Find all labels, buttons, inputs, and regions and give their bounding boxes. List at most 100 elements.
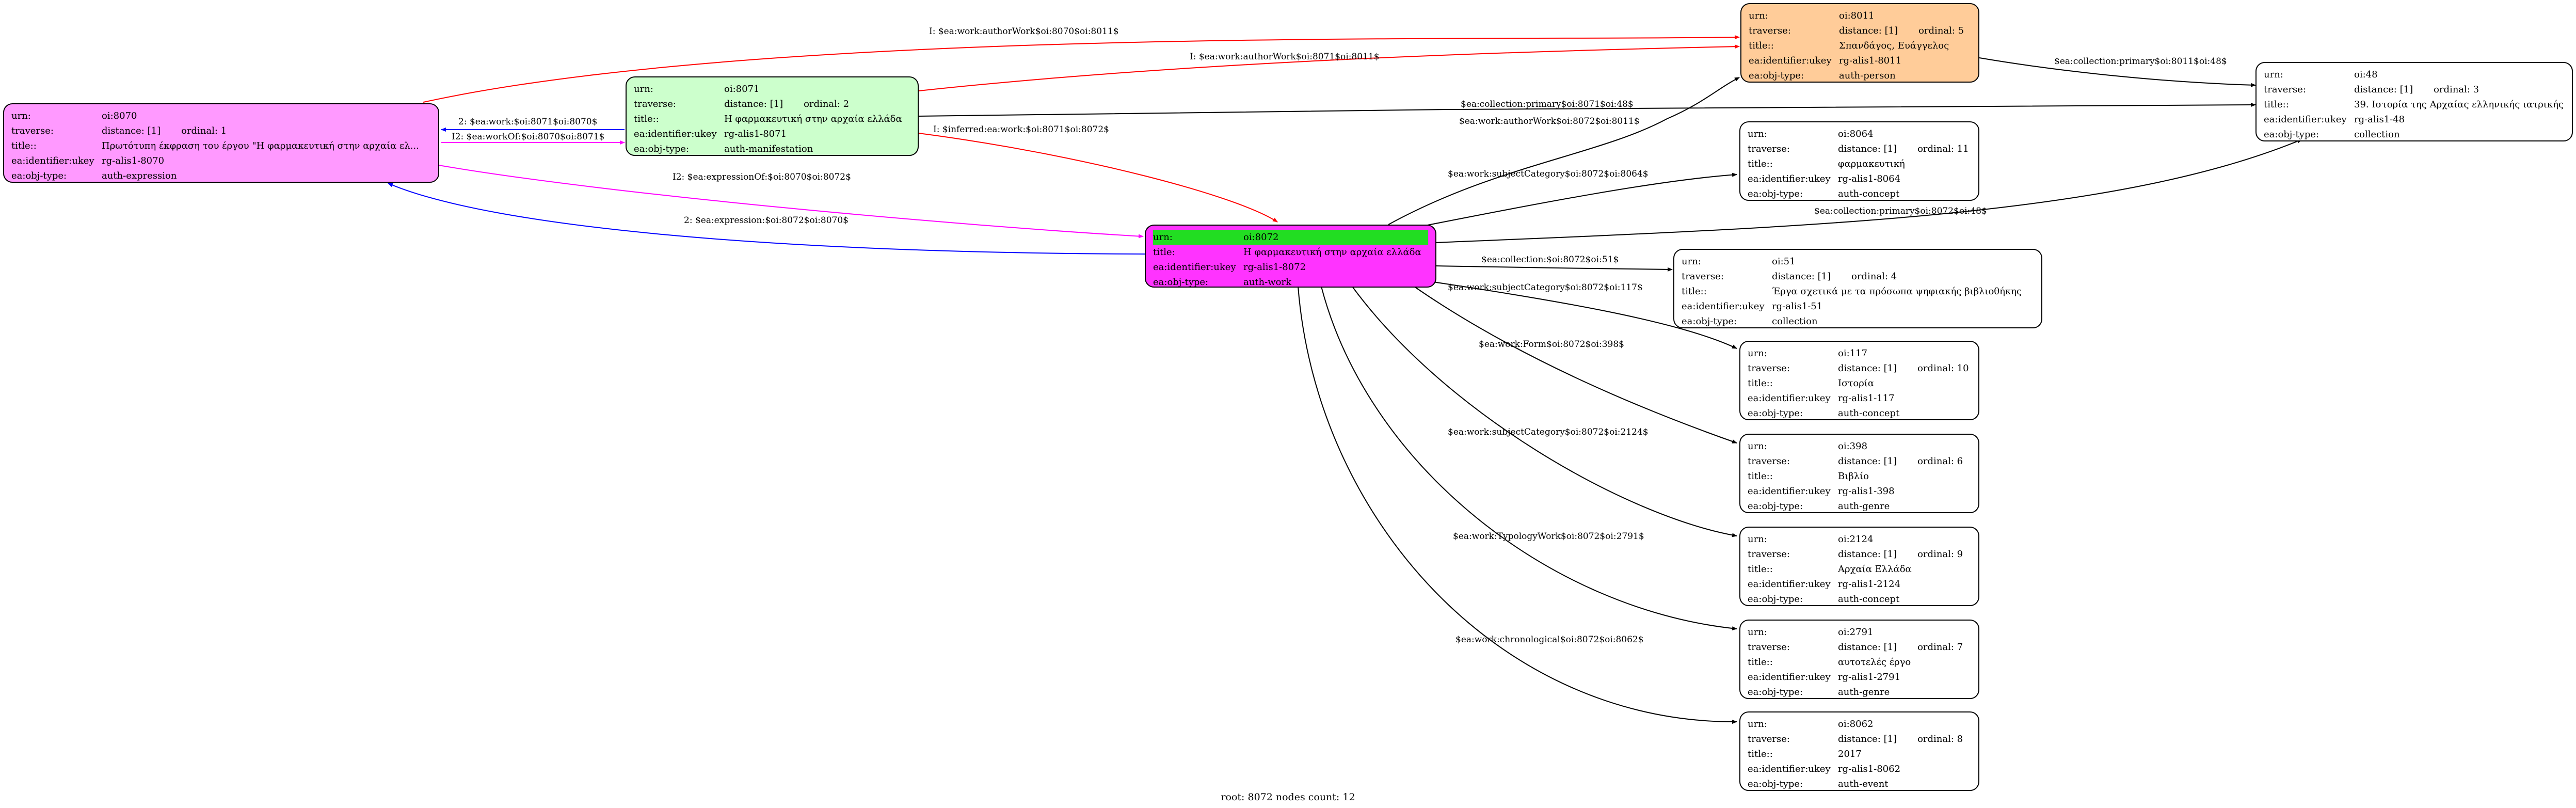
node-traverse: distance: [1]ordinal: 3 <box>2354 84 2479 95</box>
node-traverse: distance: [1]ordinal: 5 <box>1839 25 1964 36</box>
node-identifier: rg-alis1-51 <box>1772 301 1823 312</box>
key: traverse: <box>1748 144 1790 154</box>
node-title: φαρμακευτική <box>1838 159 1905 169</box>
node-identifier: rg-alis1-8064 <box>1838 173 1901 184</box>
node-traverse: distance: [1]ordinal: 9 <box>1838 549 1963 560</box>
node-objtype: auth-genre <box>1838 501 1890 512</box>
key: ea:identifier:ukey <box>11 155 94 166</box>
edge-label-exprof: I2: $ea:expressionOf:$oi:8070$oi:8072$ <box>673 172 851 182</box>
key: title:: <box>1748 159 1773 169</box>
edge-col-8011-48 <box>1979 57 2256 87</box>
key: urn: <box>1682 256 1701 267</box>
node-identifier: rg-alis1-8070 <box>102 155 165 166</box>
node-2124[interactable]: urn:oi:2124 traverse:distance: [1]ordina… <box>1739 527 1979 606</box>
key: title:: <box>2264 99 2289 110</box>
node-title: αυτοτελές έργο <box>1838 657 1911 668</box>
key: urn: <box>1748 719 1767 730</box>
key: title:: <box>1749 40 1774 51</box>
node-urn: oi:2791 <box>1838 627 1874 638</box>
key: urn: <box>1749 10 1768 21</box>
edge-chrono-8062 <box>1298 286 1737 724</box>
key: ea:identifier:ukey <box>1748 393 1831 404</box>
node-root-8072[interactable]: urn:oi:8072 title:Η φαρμακευτική στην αρ… <box>1145 225 1436 288</box>
node-48[interactable]: urn:oi:48 traverse:distance: [1]ordinal:… <box>2255 62 2573 141</box>
key: ea:identifier:ukey <box>1153 262 1236 273</box>
key: ea:identifier:ukey <box>1748 173 1831 184</box>
node-title: 2017 <box>1838 749 1862 759</box>
node-identifier: rg-alis1-8062 <box>1838 764 1901 774</box>
node-urn: oi:117 <box>1838 348 1868 359</box>
key: ea:identifier:ukey <box>634 129 717 139</box>
node-objtype: auth-expression <box>102 170 177 181</box>
node-title: Η φαρμακευτική στην αρχαία ελλάδα <box>1243 247 1421 258</box>
key: ea:identifier:ukey <box>1748 672 1831 683</box>
edge-label-author-8070: I: $ea:work:authorWork$oi:8070$oi:8011$ <box>929 26 1119 37</box>
key: traverse: <box>1748 549 1790 560</box>
key: ea:obj-type: <box>1682 316 1737 327</box>
edge-label-col-8072-48: $ea:collection:primary$oi:8072$oi:48$ <box>1814 206 1987 216</box>
edge-exprof-8070-8072 <box>438 165 1144 239</box>
key: ea:identifier:ukey <box>1748 764 1831 774</box>
edge-expr-8072-8070 <box>388 183 1145 255</box>
key: traverse: <box>2264 84 2306 95</box>
node-title: Αρχαία Ελλάδα <box>1838 564 1912 575</box>
node-8070[interactable]: urn:oi:8070 traverse:distance: [1]ordina… <box>3 103 439 183</box>
node-title: Πρωτότυπη έκφραση του έργου "Η φαρμακευτ… <box>102 140 419 151</box>
node-urn: oi:8011 <box>1839 10 1875 21</box>
edge-label-expr: 2: $ea:expression:$oi:8072$oi:8070$ <box>684 215 849 226</box>
edge-label-typ: $ea:work:TypologyWork$oi:8072$oi:2791$ <box>1453 531 1644 542</box>
key: ea:obj-type: <box>2264 129 2319 140</box>
node-8062[interactable]: urn:oi:8062 traverse:distance: [1]ordina… <box>1739 711 1979 791</box>
node-398[interactable]: urn:oi:398 traverse:distance: [1]ordinal… <box>1739 434 1979 513</box>
key: ea:obj-type: <box>1153 277 1209 288</box>
edge-label-work: 2: $ea:work:$oi:8071$oi:8070$ <box>458 117 597 127</box>
key: ea:obj-type: <box>1749 70 1804 81</box>
node-traverse: distance: [1]ordinal: 7 <box>1838 642 1963 653</box>
node-objtype: auth-concept <box>1838 594 1900 605</box>
edge-label-col-8071: $ea:collection:primary$oi:8071$oi:48$ <box>1461 99 1634 109</box>
key: urn: <box>11 110 31 121</box>
edge-label-col-8072-51: $ea:collection:$oi:8072$oi:51$ <box>1481 255 1619 265</box>
node-8011[interactable]: urn:oi:8011 traverse:distance: [1]ordina… <box>1740 3 1979 83</box>
edge-label-workof: I2: $ea:workOf:$oi:8070$oi:8071$ <box>452 132 604 142</box>
node-8064[interactable]: urn:oi:8064 traverse:distance: [1]ordina… <box>1739 121 1979 201</box>
edge-author-8072 <box>1388 77 1740 225</box>
edge-label-subj-117: $ea:work:subjectCategory$oi:8072$oi:117$ <box>1448 282 1643 293</box>
key: ea:identifier:ukey <box>1682 301 1765 312</box>
node-2791[interactable]: urn: oi:2791 traverse: distance: [1]ordina… <box>1739 620 1979 699</box>
key: title:: <box>634 114 659 124</box>
key: urn: <box>1748 627 1767 638</box>
key: urn: <box>1748 534 1767 545</box>
node-urn: oi:8070 <box>102 110 137 121</box>
node-urn: oi:8071 <box>724 84 760 94</box>
node-8071[interactable]: urn:oi:8071 traverse:distance: [1]ordina… <box>626 76 919 156</box>
key: traverse: <box>1748 456 1790 467</box>
node-identifier: rg-alis1-398 <box>1838 486 1895 497</box>
node-objtype: auth-concept <box>1838 408 1900 419</box>
node-traverse: distance: [1]ordinal: 11 <box>1838 144 1969 154</box>
edge-author-8071 <box>918 44 1740 91</box>
key: title:: <box>1748 564 1773 575</box>
edge-label-author-8072: $ea:work:authorWork$oi:8072$oi:8011$ <box>1459 116 1640 126</box>
key: traverse: <box>1748 642 1790 653</box>
node-51[interactable]: urn:oi:51 traverse:distance: [1]ordinal:… <box>1673 249 2042 328</box>
edge-subj-2124 <box>1352 286 1737 537</box>
key: urn: <box>634 84 653 94</box>
edge-label-chrono: $ea:work:chronological$oi:8072$oi:8062$ <box>1455 635 1644 645</box>
node-identifier: rg-alis1-117 <box>1838 393 1895 404</box>
key: urn: <box>2264 69 2283 80</box>
key: title:: <box>1748 749 1773 759</box>
node-117[interactable]: urn: oi:117 traverse: distance: [1]ordinal… <box>1739 341 1979 420</box>
key: traverse: <box>1748 363 1790 374</box>
node-traverse: distance: [1]ordinal: 10 <box>1838 363 1969 374</box>
node-identifier: rg-alis1-8071 <box>724 129 787 139</box>
node-urn: oi:51 <box>1772 256 1796 267</box>
edge-label-author-8071: I: $ea:work:authorWork$oi:8071$oi:8011$ <box>1190 52 1380 62</box>
node-traverse: distance: [1]ordinal: 6 <box>1838 456 1963 467</box>
node-title: Σπανδάγος, Ευάγγελος <box>1839 40 1949 51</box>
node-identifier: rg-alis1-2124 <box>1838 579 1901 590</box>
key: urn: <box>1748 348 1767 359</box>
key: ea:obj-type: <box>1748 408 1803 419</box>
edge-form-398 <box>1414 286 1737 443</box>
